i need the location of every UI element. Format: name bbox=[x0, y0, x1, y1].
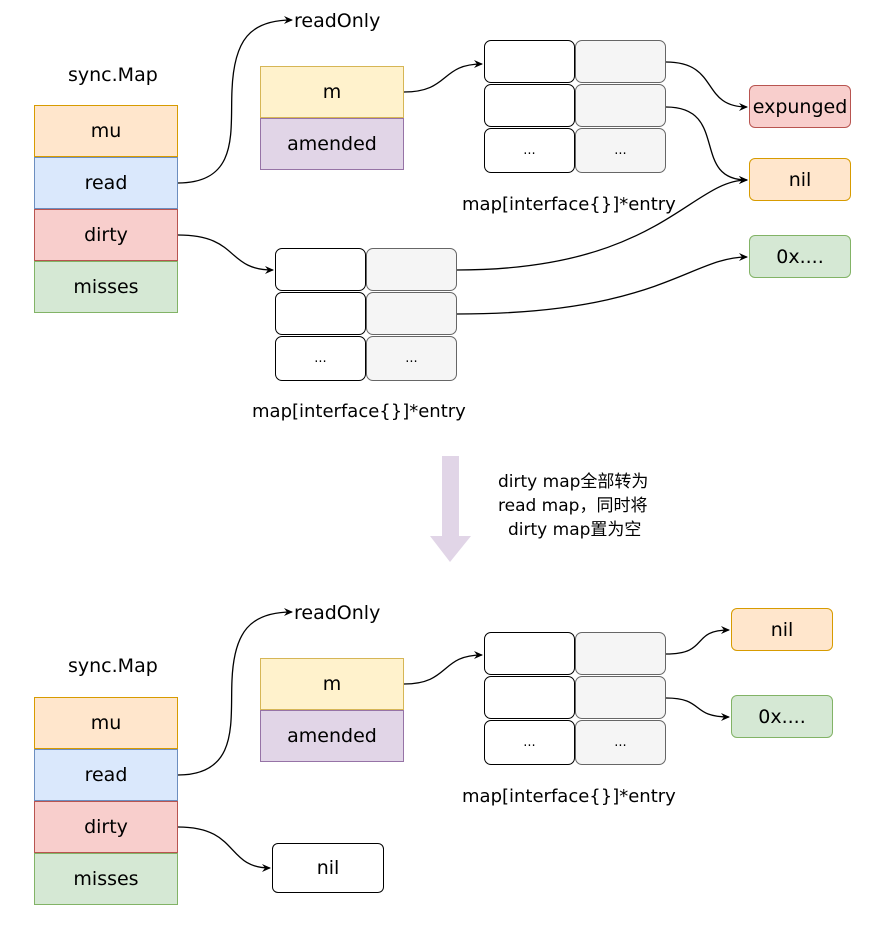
dirty-map-val-2 bbox=[366, 292, 457, 335]
dirty-map-key-3: ... bbox=[275, 336, 366, 381]
edge-dirty-to-dirty-map bbox=[177, 234, 274, 274]
read-map-val-1-bottom bbox=[575, 632, 666, 675]
dirty-nil-box: nil bbox=[272, 843, 384, 893]
edge-m-to-read-map-bottom bbox=[403, 651, 483, 685]
transition-note-line-1: dirty map全部转为 bbox=[498, 472, 649, 492]
edge-dirty-to-nil-bottom bbox=[177, 826, 271, 872]
edge-read-to-readonly bbox=[177, 16, 293, 184]
dirty-map-key-1 bbox=[275, 248, 366, 291]
read-map-val-1 bbox=[575, 40, 666, 83]
field-mu: mu bbox=[34, 105, 178, 157]
value-nil: nil bbox=[749, 158, 851, 201]
edge-readmap-row2-to-nil bbox=[665, 106, 748, 184]
field-misses-bottom: misses bbox=[34, 853, 178, 905]
read-map-caption-bottom: map[interface{}]*entry bbox=[462, 786, 676, 807]
readonly-m: m bbox=[260, 66, 404, 118]
dirty-map-caption: map[interface{}]*entry bbox=[252, 401, 466, 422]
transition-note: dirty map全部转为 read map，同时将 dirty map置为空 bbox=[498, 470, 648, 542]
read-map-val-2 bbox=[575, 84, 666, 127]
readonly-label-bottom: readOnly bbox=[294, 602, 381, 624]
field-misses: misses bbox=[34, 261, 178, 313]
readonly-amended: amended bbox=[260, 118, 404, 170]
readonly-label: readOnly bbox=[294, 10, 381, 32]
read-map-caption: map[interface{}]*entry bbox=[462, 194, 676, 215]
read-map-key-1-bottom bbox=[484, 632, 575, 675]
read-map-key-3-bottom: ... bbox=[484, 720, 575, 765]
edge-readmap-row2-to-pointer-bottom bbox=[665, 697, 730, 721]
edge-read-to-readonly-bottom bbox=[177, 608, 293, 776]
field-read-bottom: read bbox=[34, 749, 178, 801]
field-dirty-bottom: dirty bbox=[34, 801, 178, 853]
edge-m-to-read-map bbox=[403, 60, 483, 93]
edge-dirtymap-row2-to-pointer bbox=[456, 253, 748, 315]
readonly-m-bottom: m bbox=[260, 658, 404, 710]
edge-readmap-row1-to-nil-bottom bbox=[665, 626, 730, 655]
read-map-val-3: ... bbox=[575, 128, 666, 173]
value-pointer-bottom: 0x.... bbox=[731, 695, 833, 738]
dirty-map-key-2 bbox=[275, 292, 366, 335]
value-expunged: expunged bbox=[749, 85, 851, 128]
dirty-map-val-1 bbox=[366, 248, 457, 291]
value-pointer: 0x.... bbox=[749, 235, 851, 278]
edge-readmap-row1-to-expunged bbox=[665, 61, 748, 111]
read-map-key-1 bbox=[484, 40, 575, 83]
sync-map-title-bottom: sync.Map bbox=[68, 655, 158, 677]
read-map-key-3: ... bbox=[484, 128, 575, 173]
field-read: read bbox=[34, 157, 178, 209]
read-map-key-2 bbox=[484, 84, 575, 127]
field-mu-bottom: mu bbox=[34, 697, 178, 749]
transition-note-line-2: read map，同时将 bbox=[498, 496, 648, 516]
read-map-key-2-bottom bbox=[484, 676, 575, 719]
read-map-val-3-bottom: ... bbox=[575, 720, 666, 765]
dirty-map-val-3: ... bbox=[366, 336, 457, 381]
value-nil-bottom: nil bbox=[731, 608, 833, 651]
field-dirty: dirty bbox=[34, 209, 178, 261]
edge-dirtymap-row1-to-nil bbox=[456, 176, 748, 271]
sync-map-title: sync.Map bbox=[68, 64, 158, 86]
transition-note-line-3: dirty map置为空 bbox=[508, 520, 642, 540]
readonly-amended-bottom: amended bbox=[260, 710, 404, 762]
read-map-val-2-bottom bbox=[575, 676, 666, 719]
